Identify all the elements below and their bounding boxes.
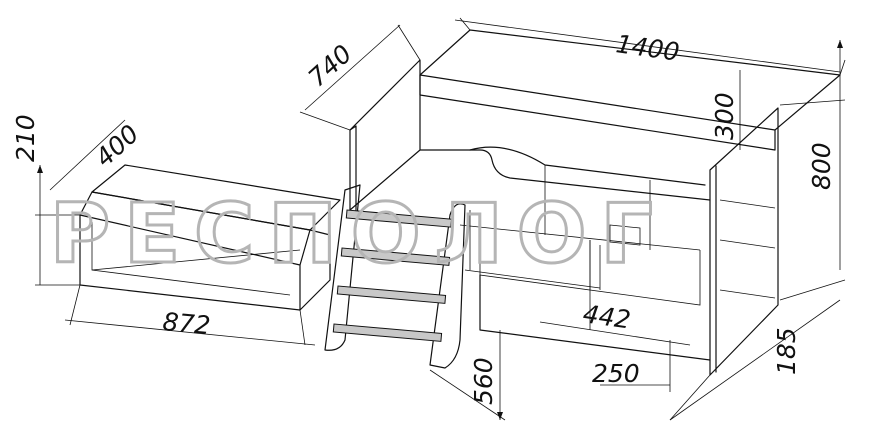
dim-depth-top: 740 (303, 39, 358, 92)
drawer (79, 164, 341, 311)
dim-shelf-width: 442 (581, 299, 632, 334)
dim-rail-height: 300 (710, 92, 739, 140)
dim-drawer-height: 210 (11, 114, 40, 162)
dimension-lines (35, 17, 846, 421)
dim-base-depth: 185 (772, 327, 801, 375)
dim-height-total: 800 (807, 142, 836, 190)
dim-drawer-width: 872 (161, 307, 211, 340)
dim-step-height: 560 (469, 357, 498, 405)
dim-shelf-depth: 250 (592, 359, 640, 388)
dim-drawer-depth: 400 (90, 119, 145, 172)
bed-body (349, 29, 841, 376)
ladder (324, 184, 466, 369)
watermark: РЕСПОЛОГ (50, 187, 667, 282)
dim-width-total: 1400 (614, 29, 681, 67)
